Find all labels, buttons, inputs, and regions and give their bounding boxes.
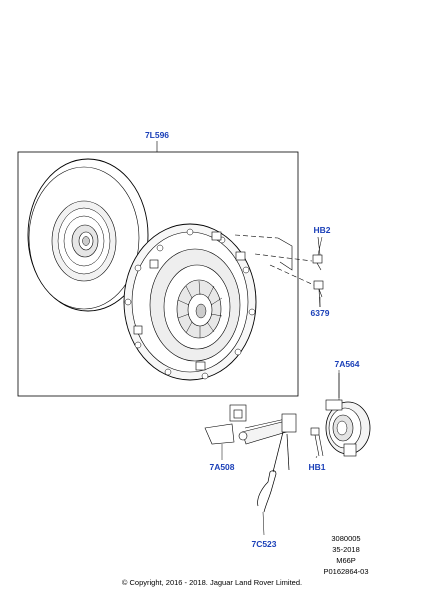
label-7a564: 7A564 <box>334 359 359 369</box>
hydraulic-line-drawing <box>204 404 297 445</box>
bolt-6379-drawing <box>313 280 324 308</box>
bolt-hb1-drawing <box>310 427 324 457</box>
reference-line-1: 3080005 <box>331 534 361 543</box>
reference-line-4: P0162864-03 <box>323 567 369 576</box>
label-6379: 6379 <box>311 308 330 318</box>
label-7c523: 7C523 <box>251 539 276 549</box>
assembly-frame <box>17 151 299 397</box>
label-hb1: HB1 <box>308 462 325 472</box>
pressure-plate-drawing <box>123 223 257 381</box>
leader-lines <box>221 236 340 536</box>
bolt-alignment-lines <box>234 234 317 287</box>
release-bearing-drawing <box>325 373 371 457</box>
retaining-clip-drawing <box>257 431 290 513</box>
label-7l596: 7L596 <box>145 130 169 140</box>
flywheel-drawing <box>27 158 149 312</box>
reference-line-2: 35-2018 <box>332 545 360 554</box>
reference-line-3: M66P <box>336 556 356 565</box>
bolt-hb2-drawing <box>312 236 323 271</box>
label-7a508: 7A508 <box>209 462 234 472</box>
copyright-notice: © Copyright, 2016 - 2018. Jaguar Land Ro… <box>121 578 303 587</box>
label-hb2: HB2 <box>313 225 330 235</box>
